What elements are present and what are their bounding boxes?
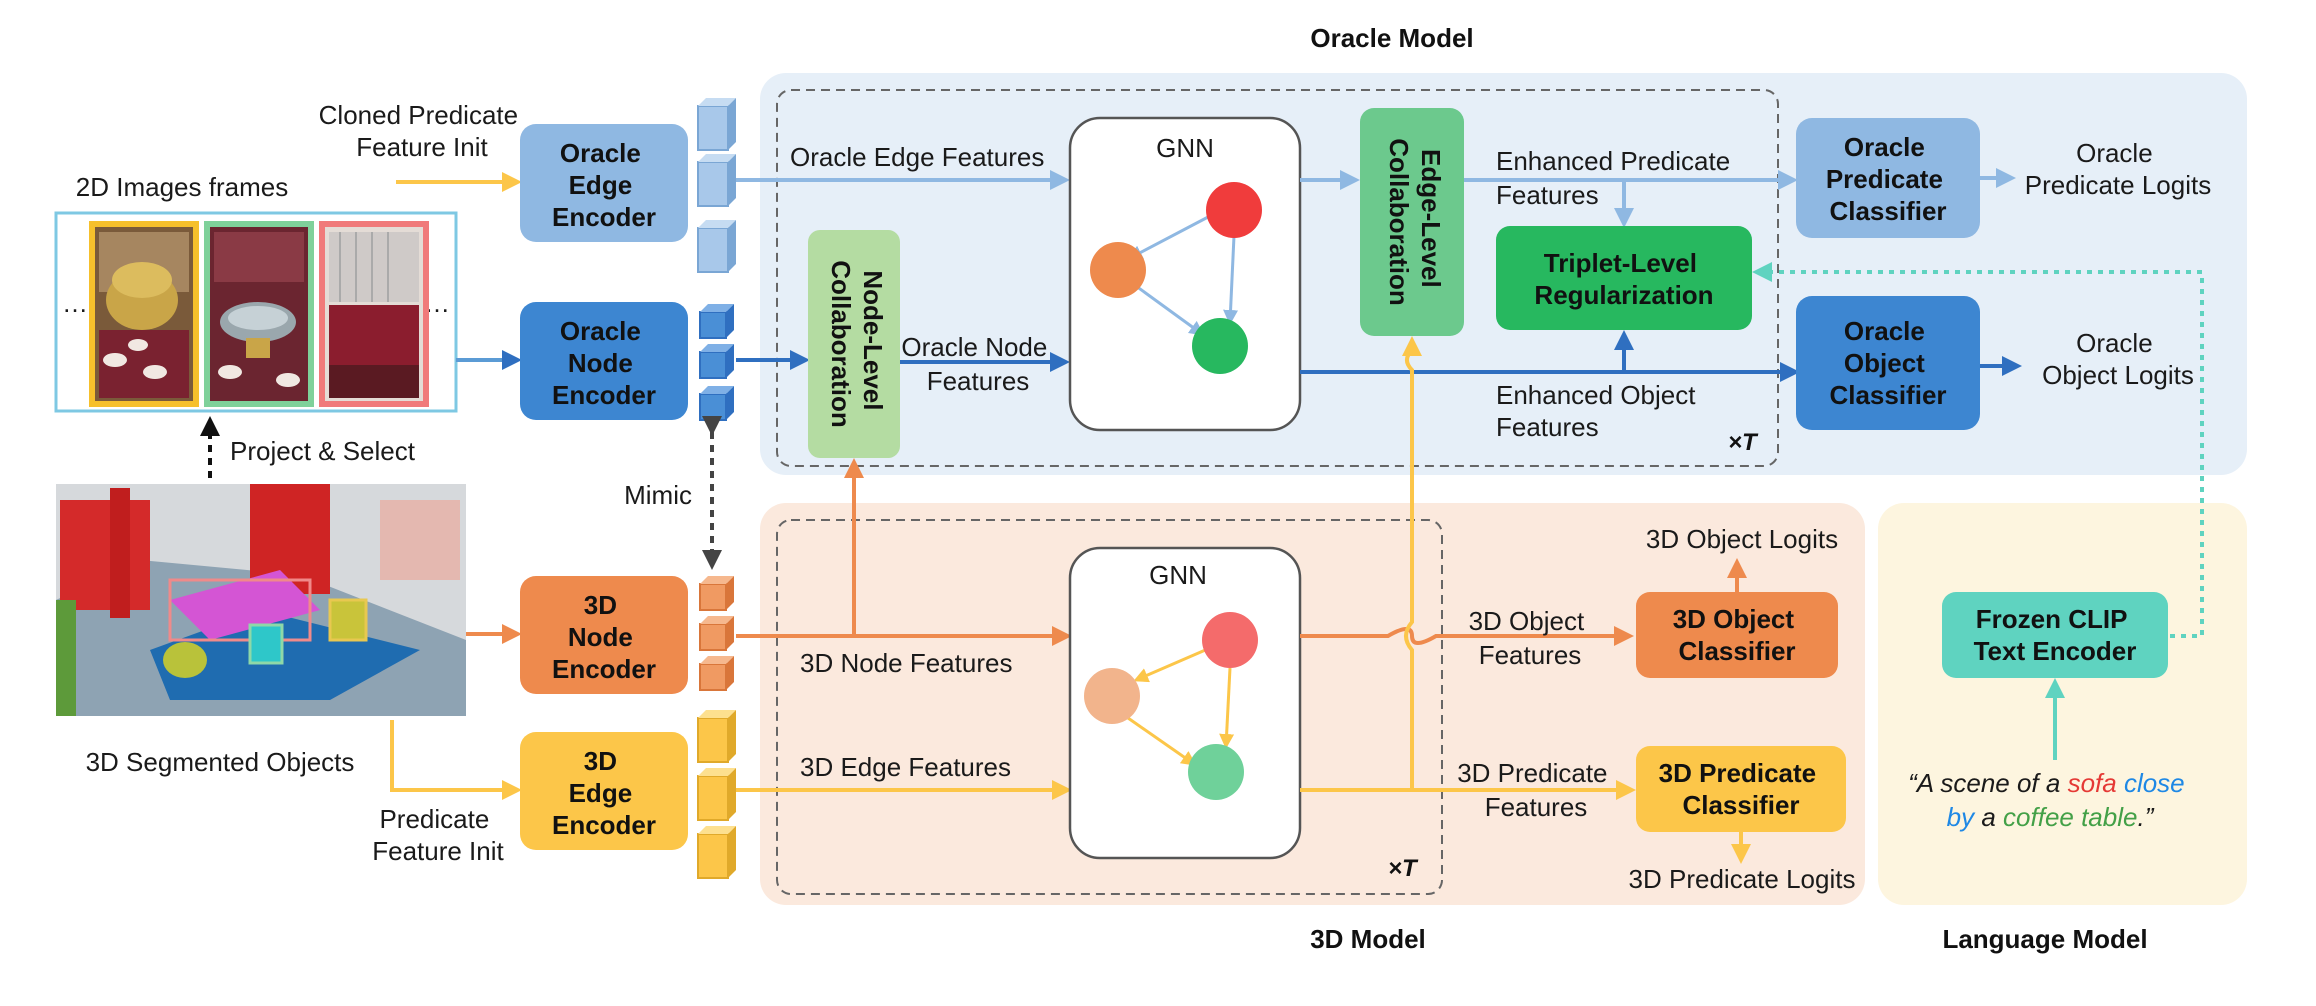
3d-predicate-logits-label: 3D Predicate Logits: [1629, 864, 1856, 894]
3d-predicate-features-label: 3D Predicate Features: [1457, 758, 1615, 822]
svg-text:Oracle Edge Encode: Oracle Edge Encoder: [552, 138, 656, 232]
svg-text:Oracle Node Encode: Oracle Node Encoder: [552, 316, 656, 410]
oracle-repeat-label: ×T: [1728, 429, 1759, 456]
svg-text:GNN: GNN: [1156, 133, 1214, 163]
image-frame-armchair: [89, 221, 199, 407]
3d-predicate-to-edge-collab-arrow: [1402, 336, 1422, 790]
oracle-node-encoder: Oracle Node Encoder: [520, 302, 688, 420]
predicate-init-arrow: [390, 720, 522, 800]
3d-model-title: 3D Model: [1310, 924, 1426, 954]
svg-text:3D Object Classifier: 3D Object Classifier: [1673, 604, 1802, 666]
3d-gnn-node-green: [1188, 744, 1244, 800]
svg-text:Oracle Object Clas: Oracle Object Classifier: [1829, 316, 1946, 410]
oracle-predicate-classifier: Oracle Predicate Classifier: [1796, 118, 1980, 238]
clip-to-triplet-dotted-arrow: [1752, 262, 2204, 638]
quote-part-a: a: [1974, 802, 2003, 832]
image-frame-sofa: [319, 221, 429, 407]
oracle-repeat-frame: [776, 89, 1779, 467]
cloned-predicate-init-label: Cloned Predicate Feature Init: [319, 100, 526, 162]
quote-part-sofa: sofa: [2068, 768, 2117, 798]
3d-repeat-label: ×T: [1388, 855, 1419, 882]
images-label: 2D Images frames: [76, 172, 288, 202]
node-level-collaboration: Node-Level Collaboration: [808, 230, 900, 458]
3d-node-feature-stack: [699, 576, 734, 691]
segmented-objects-label: 3D Segmented Objects: [86, 747, 355, 777]
svg-text:3D Node Encoder: 3D Node Encoder: [552, 590, 656, 684]
oracle-model-title: Oracle Model: [1310, 23, 1473, 53]
3d-gnn: GNN: [1068, 546, 1302, 860]
3d-gnn-node-red: [1202, 612, 1258, 668]
3d-object-features-label: 3D Object Features: [1469, 606, 1592, 670]
oracle-gnn: GNN: [1068, 116, 1302, 432]
3d-edge-encoder: 3D Edge Encoder: [520, 732, 688, 850]
language-model-region: [1878, 503, 2247, 905]
quote-part-end: .”: [2137, 802, 2154, 832]
3d-node-encoder: 3D Node Encoder: [520, 576, 688, 694]
triplet-level-regularization: Triplet-Level Regularization: [1496, 226, 1752, 330]
svg-text:GNN: GNN: [1149, 560, 1207, 590]
svg-text:Oracle Predicate C: Oracle Predicate Classifier: [1826, 132, 1950, 226]
svg-text:3D Edge Encoder: 3D Edge Encoder: [552, 746, 656, 840]
3d-edge-features-label: 3D Edge Features: [800, 752, 1011, 782]
3d-model-region: [760, 503, 1865, 905]
oracle-edge-encoder: Oracle Edge Encoder: [520, 124, 688, 242]
gnn-node-green: [1192, 318, 1248, 374]
3d-gnn-to-object-classifier-arrow: [1300, 626, 1634, 646]
enhanced-object-label: Enhanced Object Features: [1496, 380, 1703, 442]
mimic-label: Mimic: [624, 480, 692, 510]
3d-gnn-node-orange: [1084, 668, 1140, 724]
3d-node-features-label: 3D Node Features: [800, 648, 1012, 678]
enhanced-predicate-label: Enhanced Predicate Features: [1496, 146, 1737, 210]
quote-part-1: “A scene of a: [1908, 768, 2067, 798]
image-frame-coffee-table: [204, 221, 314, 407]
oracle-edge-feature-stack: [697, 98, 736, 273]
svg-text:3D Predicate Classifier: 3D Predicate Classifier: [1659, 758, 1824, 820]
language-model-title: Language Model: [1942, 924, 2147, 954]
oracle-node-feature-stack: [699, 304, 734, 421]
oracle-object-logits-label: Oracle Object Logits: [2042, 328, 2194, 390]
predicate-init-label: Predicate Feature Init: [372, 804, 504, 866]
oracle-edge-features-label: Oracle Edge Features: [790, 142, 1044, 172]
svg-text:Frozen CLIP Text Encoder: Frozen CLIP Text Encoder: [1974, 604, 2137, 666]
ellipsis-left: …: [62, 288, 88, 318]
quote-part-coffee-table: coffee table: [2003, 802, 2137, 832]
gnn-node-orange: [1090, 242, 1146, 298]
quote-part-close: close: [2117, 768, 2185, 798]
frozen-clip-text-encoder: Frozen CLIP Text Encoder: [1942, 592, 2168, 678]
oracle-predicate-logits-label: Oracle Predicate Logits: [2025, 138, 2211, 200]
svg-text:Triplet-Level Regulariza: Triplet-Level Regularization: [1534, 248, 1713, 310]
edge-level-collaboration: Edge-Level Collaboration: [1360, 108, 1464, 336]
oracle-object-classifier: Oracle Object Classifier: [1796, 296, 1980, 430]
oracle-node-features-label: Oracle Node Features: [901, 332, 1054, 396]
svg-text:Node-Level Collaboration: Node-Level Collaboration: [826, 260, 888, 428]
3d-repeat-frame: [776, 519, 1443, 895]
project-select-label: Project & Select: [230, 436, 416, 466]
3d-object-logits-label: 3D Object Logits: [1646, 524, 1838, 554]
3d-predicate-classifier: 3D Predicate Classifier: [1636, 746, 1846, 832]
3d-object-classifier: 3D Object Classifier: [1636, 592, 1838, 678]
svg-text:Edge-Level Collaboration: Edge-Level Collaboration: [1384, 138, 1446, 306]
3d-edge-feature-stack: [697, 710, 736, 879]
3d-segmented-scene: [56, 484, 466, 716]
quote-part-by: by: [1947, 802, 1976, 832]
scene-description-quote: “A scene of a sofa close by a coffee tab…: [1908, 768, 2192, 832]
gnn-node-red: [1206, 182, 1262, 238]
